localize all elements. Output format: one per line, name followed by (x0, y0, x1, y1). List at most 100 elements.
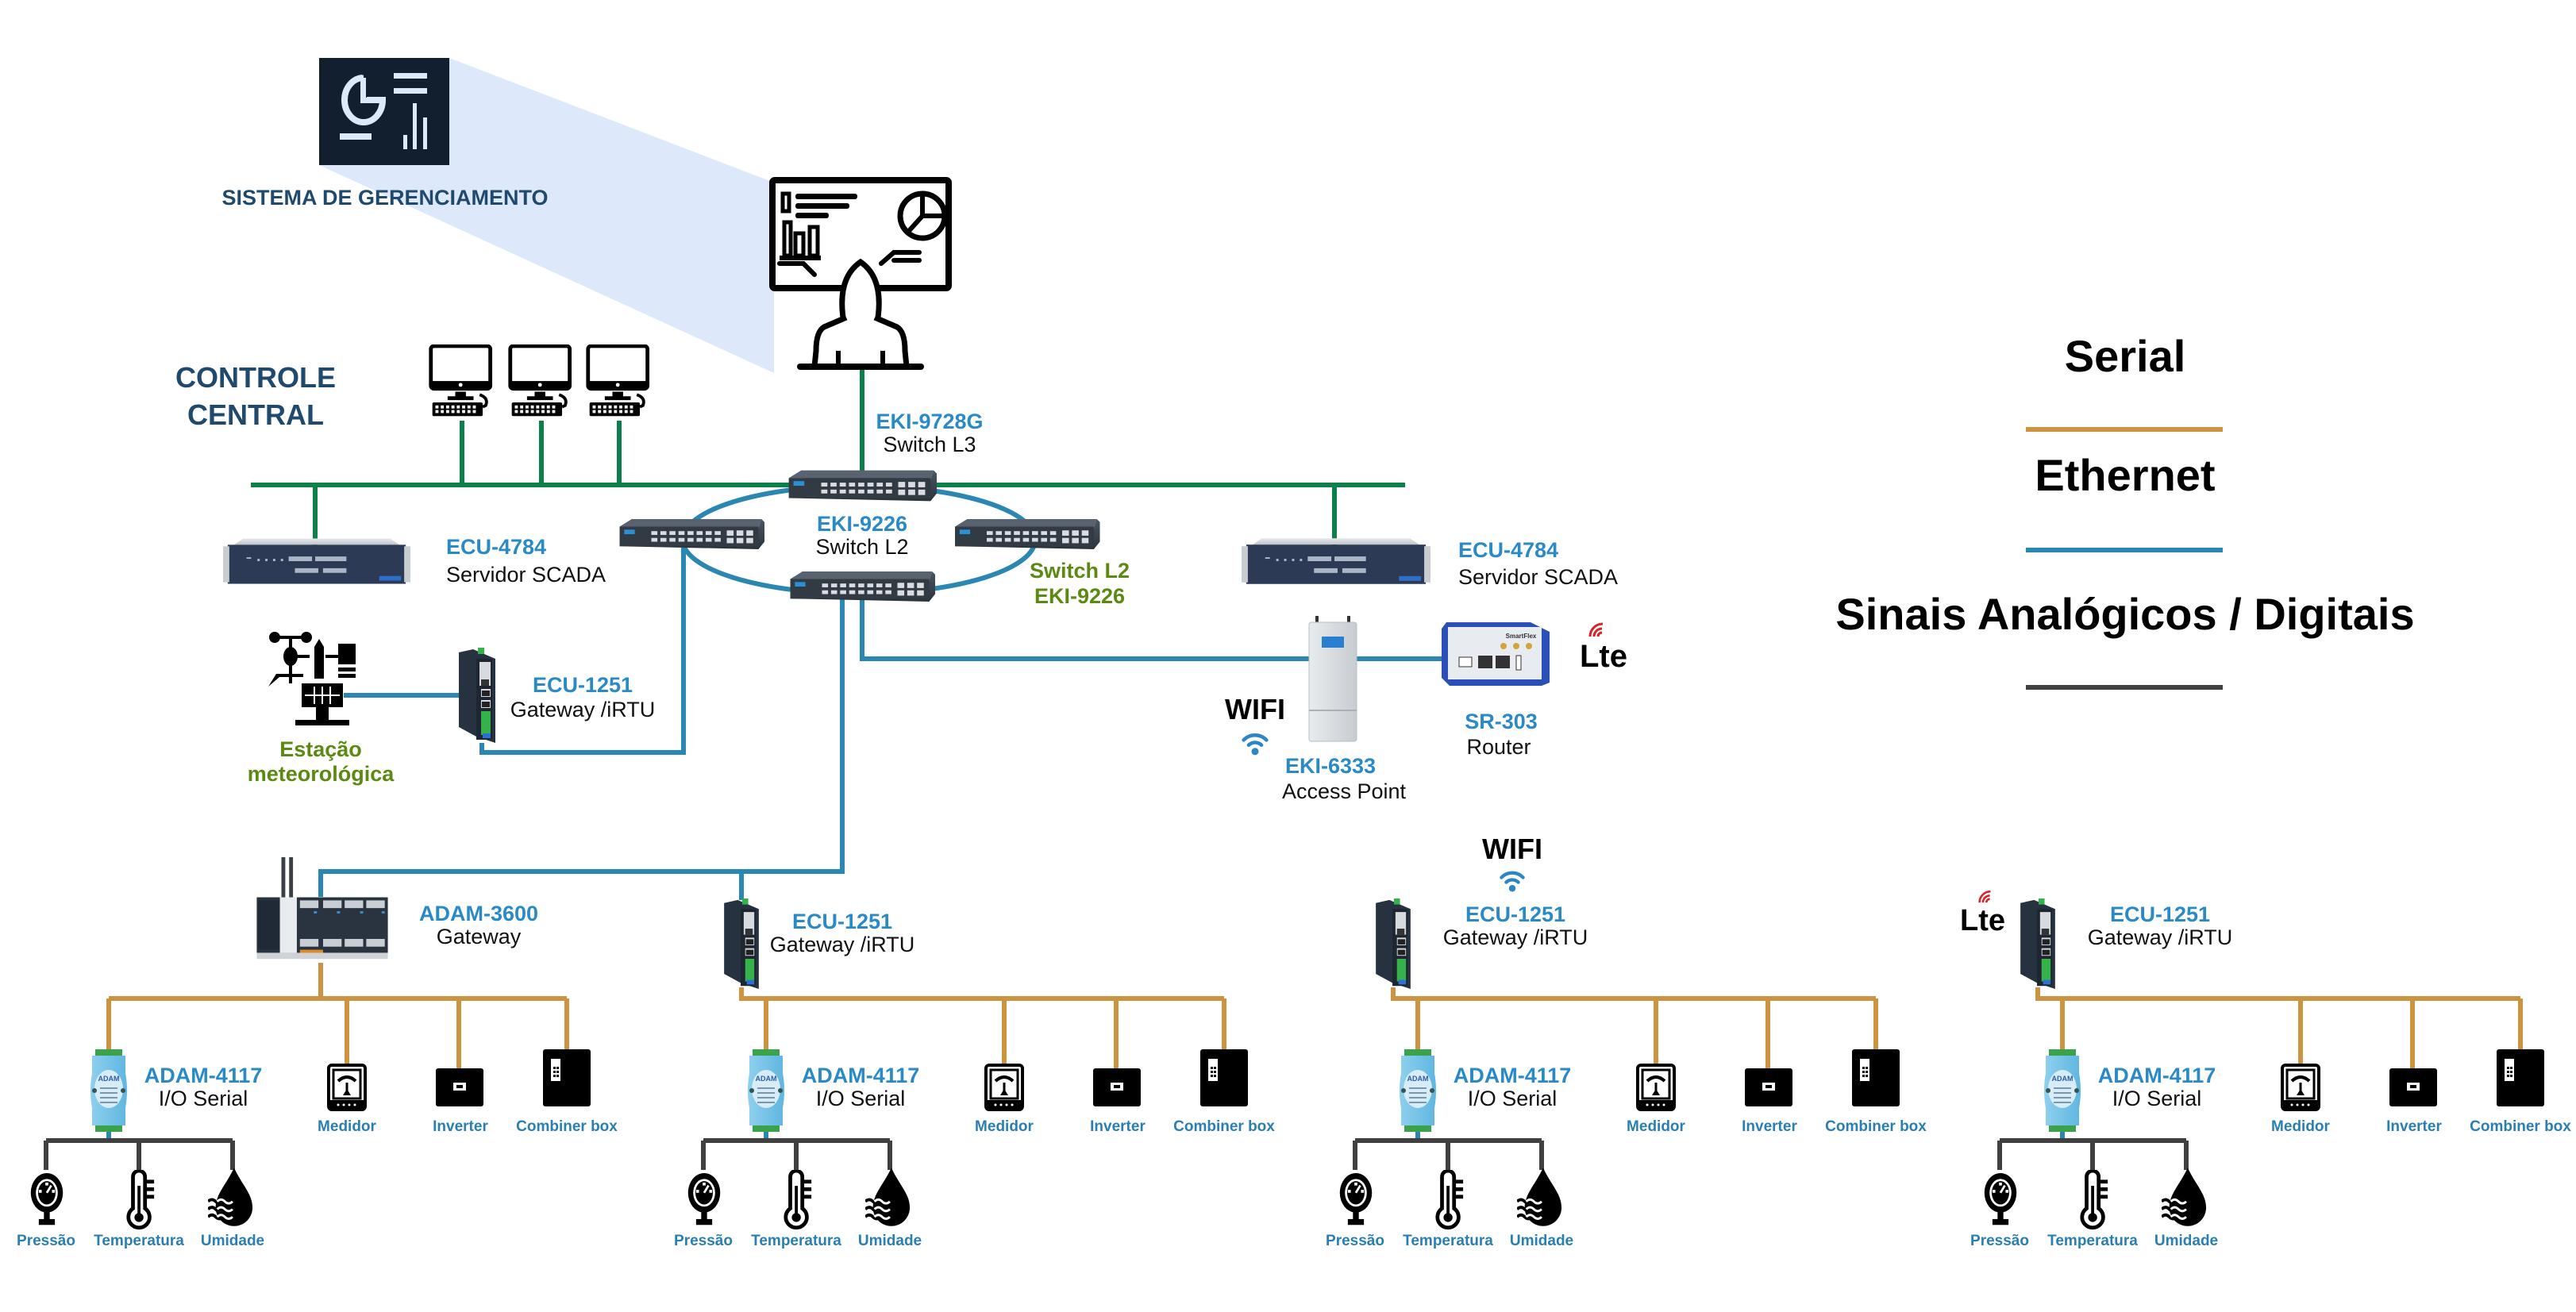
scada-left-model: ECU-4784 (446, 535, 546, 559)
workstation-icon[interactable] (588, 346, 648, 416)
meter-icon[interactable] (1636, 1064, 1676, 1111)
serial-bus (1391, 987, 1876, 1001)
ring-side-label-line2: EKI-9226 (1034, 584, 1125, 608)
gateway-model: ECU-1251 (2110, 902, 2210, 926)
io-module-adam-4117[interactable] (748, 1049, 784, 1132)
legend-label: Ethernet (2035, 450, 2215, 500)
sensor-label: Umidade (2154, 1233, 2218, 1249)
io-module-adam-4117[interactable] (90, 1049, 127, 1132)
svg-text:SmartFlex: SmartFlex (1506, 633, 1537, 640)
gateway-model: ADAM-3600 (419, 902, 538, 925)
signal-bus (44, 1138, 235, 1170)
legend-label: Serial (2065, 331, 2186, 381)
signal-bus (1997, 1138, 2189, 1170)
device-label: Combiner box (2470, 1118, 2571, 1135)
control-center-title-line2: CENTRAL (187, 398, 324, 431)
svg-text:Lte: Lte (1580, 639, 1627, 674)
humidity-sensor-icon[interactable] (2162, 1166, 2208, 1228)
meter-icon[interactable] (984, 1064, 1024, 1111)
sensor-label: Pressão (17, 1233, 75, 1249)
ring-switch-bottom[interactable] (790, 571, 935, 602)
scada-right-role: Servidor SCADA (1458, 565, 1618, 589)
legend-swatch (2026, 685, 2223, 690)
serial-drops (764, 998, 1226, 1068)
inverter-icon[interactable] (1093, 1068, 1141, 1106)
access-point-role: Access Point (1282, 779, 1407, 803)
weather-gateway-ecu-1251[interactable] (459, 648, 495, 743)
gateway-role: Gateway /iRTU (1443, 925, 1588, 949)
device-label: Medidor (975, 1118, 1034, 1135)
gateway-ecu-1251[interactable] (724, 898, 759, 989)
io-model: ADAM-4117 (144, 1064, 263, 1087)
access-point-eki-6333[interactable] (1308, 616, 1357, 742)
sensor-label: Pressão (1970, 1233, 2029, 1249)
device-label: Combiner box (1173, 1118, 1275, 1135)
humidity-sensor-icon[interactable] (208, 1166, 254, 1228)
temperature-sensor-icon[interactable] (1438, 1171, 1463, 1228)
router-model: SR-303 (1465, 710, 1538, 733)
gateway-ecu-1251[interactable] (1376, 898, 1411, 989)
gateway-model: ECU-1251 (1465, 902, 1565, 926)
device-label: Inverter (433, 1118, 488, 1135)
humidity-sensor-icon[interactable] (865, 1166, 911, 1228)
scada-server-right[interactable] (1242, 538, 1430, 584)
scada-server-left[interactable] (223, 538, 410, 584)
workstation-icon[interactable] (431, 346, 491, 416)
legend-swatch (2026, 427, 2223, 432)
switch-l3-eki-9728g[interactable] (788, 470, 937, 502)
combiner-box-icon[interactable] (1852, 1049, 1900, 1106)
sensor-label: Temperatura (1403, 1233, 1493, 1249)
io-module-adam-4117[interactable] (1400, 1049, 1436, 1132)
combiner-box-icon[interactable] (2497, 1049, 2544, 1106)
sensor-label: Pressão (1326, 1233, 1384, 1249)
sensor-label: Pressão (674, 1233, 733, 1249)
management-dashboard-icon[interactable] (319, 58, 449, 165)
operator-monitor-icon[interactable] (769, 177, 952, 370)
workstation-icon[interactable] (510, 346, 570, 416)
io-model: ADAM-4117 (802, 1064, 920, 1087)
combiner-box-icon[interactable] (543, 1049, 591, 1106)
ring-model: EKI-9226 (817, 512, 907, 536)
pressure-sensor-icon[interactable] (687, 1172, 722, 1226)
io-module-adam-4117[interactable] (2044, 1049, 2081, 1132)
meter-icon[interactable] (2281, 1064, 2320, 1111)
inverter-icon[interactable] (436, 1068, 483, 1106)
control-center-title-line1: CONTROLE (175, 361, 336, 394)
sensor-label: Temperatura (94, 1233, 184, 1249)
device-label: Inverter (1090, 1118, 1146, 1135)
gateway-ecu-1251[interactable] (2020, 898, 2055, 989)
router-sr-303[interactable]: SmartFlex (1442, 622, 1550, 686)
access-point-model: EKI-6333 (1285, 754, 1376, 778)
inverter-icon[interactable] (1745, 1068, 1792, 1106)
gateway-role: Gateway (437, 925, 522, 948)
lte-icon: Lte (1960, 890, 2005, 937)
humidity-sensor-icon[interactable] (1517, 1166, 1563, 1228)
ring-switch-right[interactable] (955, 519, 1100, 549)
temperature-sensor-icon[interactable] (786, 1171, 811, 1228)
meter-icon[interactable] (327, 1064, 367, 1111)
device-label: Medidor (2271, 1118, 2330, 1135)
gateway-role: Gateway /iRTU (770, 933, 915, 956)
io-model: ADAM-4117 (1454, 1064, 1572, 1087)
temperature-sensor-icon[interactable] (129, 1171, 154, 1228)
device-label: Inverter (1742, 1118, 1797, 1135)
combiner-box-icon[interactable] (1200, 1049, 1248, 1106)
router-lte-icon: Lte (1580, 622, 1627, 674)
svg-text:Lte: Lte (1960, 904, 2005, 937)
device-label: Combiner box (1825, 1118, 1927, 1135)
sensor-label: Temperatura (2047, 1233, 2138, 1249)
pressure-sensor-icon[interactable] (29, 1172, 64, 1226)
inverter-icon[interactable] (2389, 1068, 2437, 1106)
wifi-label: WIFI (1225, 693, 1285, 725)
pressure-sensor-icon[interactable] (1983, 1172, 2018, 1226)
ring-side-label-line1: Switch L2 (1030, 559, 1130, 583)
weather-label-line2: meteorológica (248, 762, 395, 786)
temperature-sensor-icon[interactable] (2082, 1171, 2108, 1228)
router-role: Router (1466, 735, 1531, 759)
weather-station-icon[interactable] (268, 632, 356, 725)
pressure-sensor-icon[interactable] (1338, 1172, 1373, 1226)
ring-switch-left[interactable] (619, 519, 764, 549)
io-role: I/O Serial (816, 1087, 906, 1110)
